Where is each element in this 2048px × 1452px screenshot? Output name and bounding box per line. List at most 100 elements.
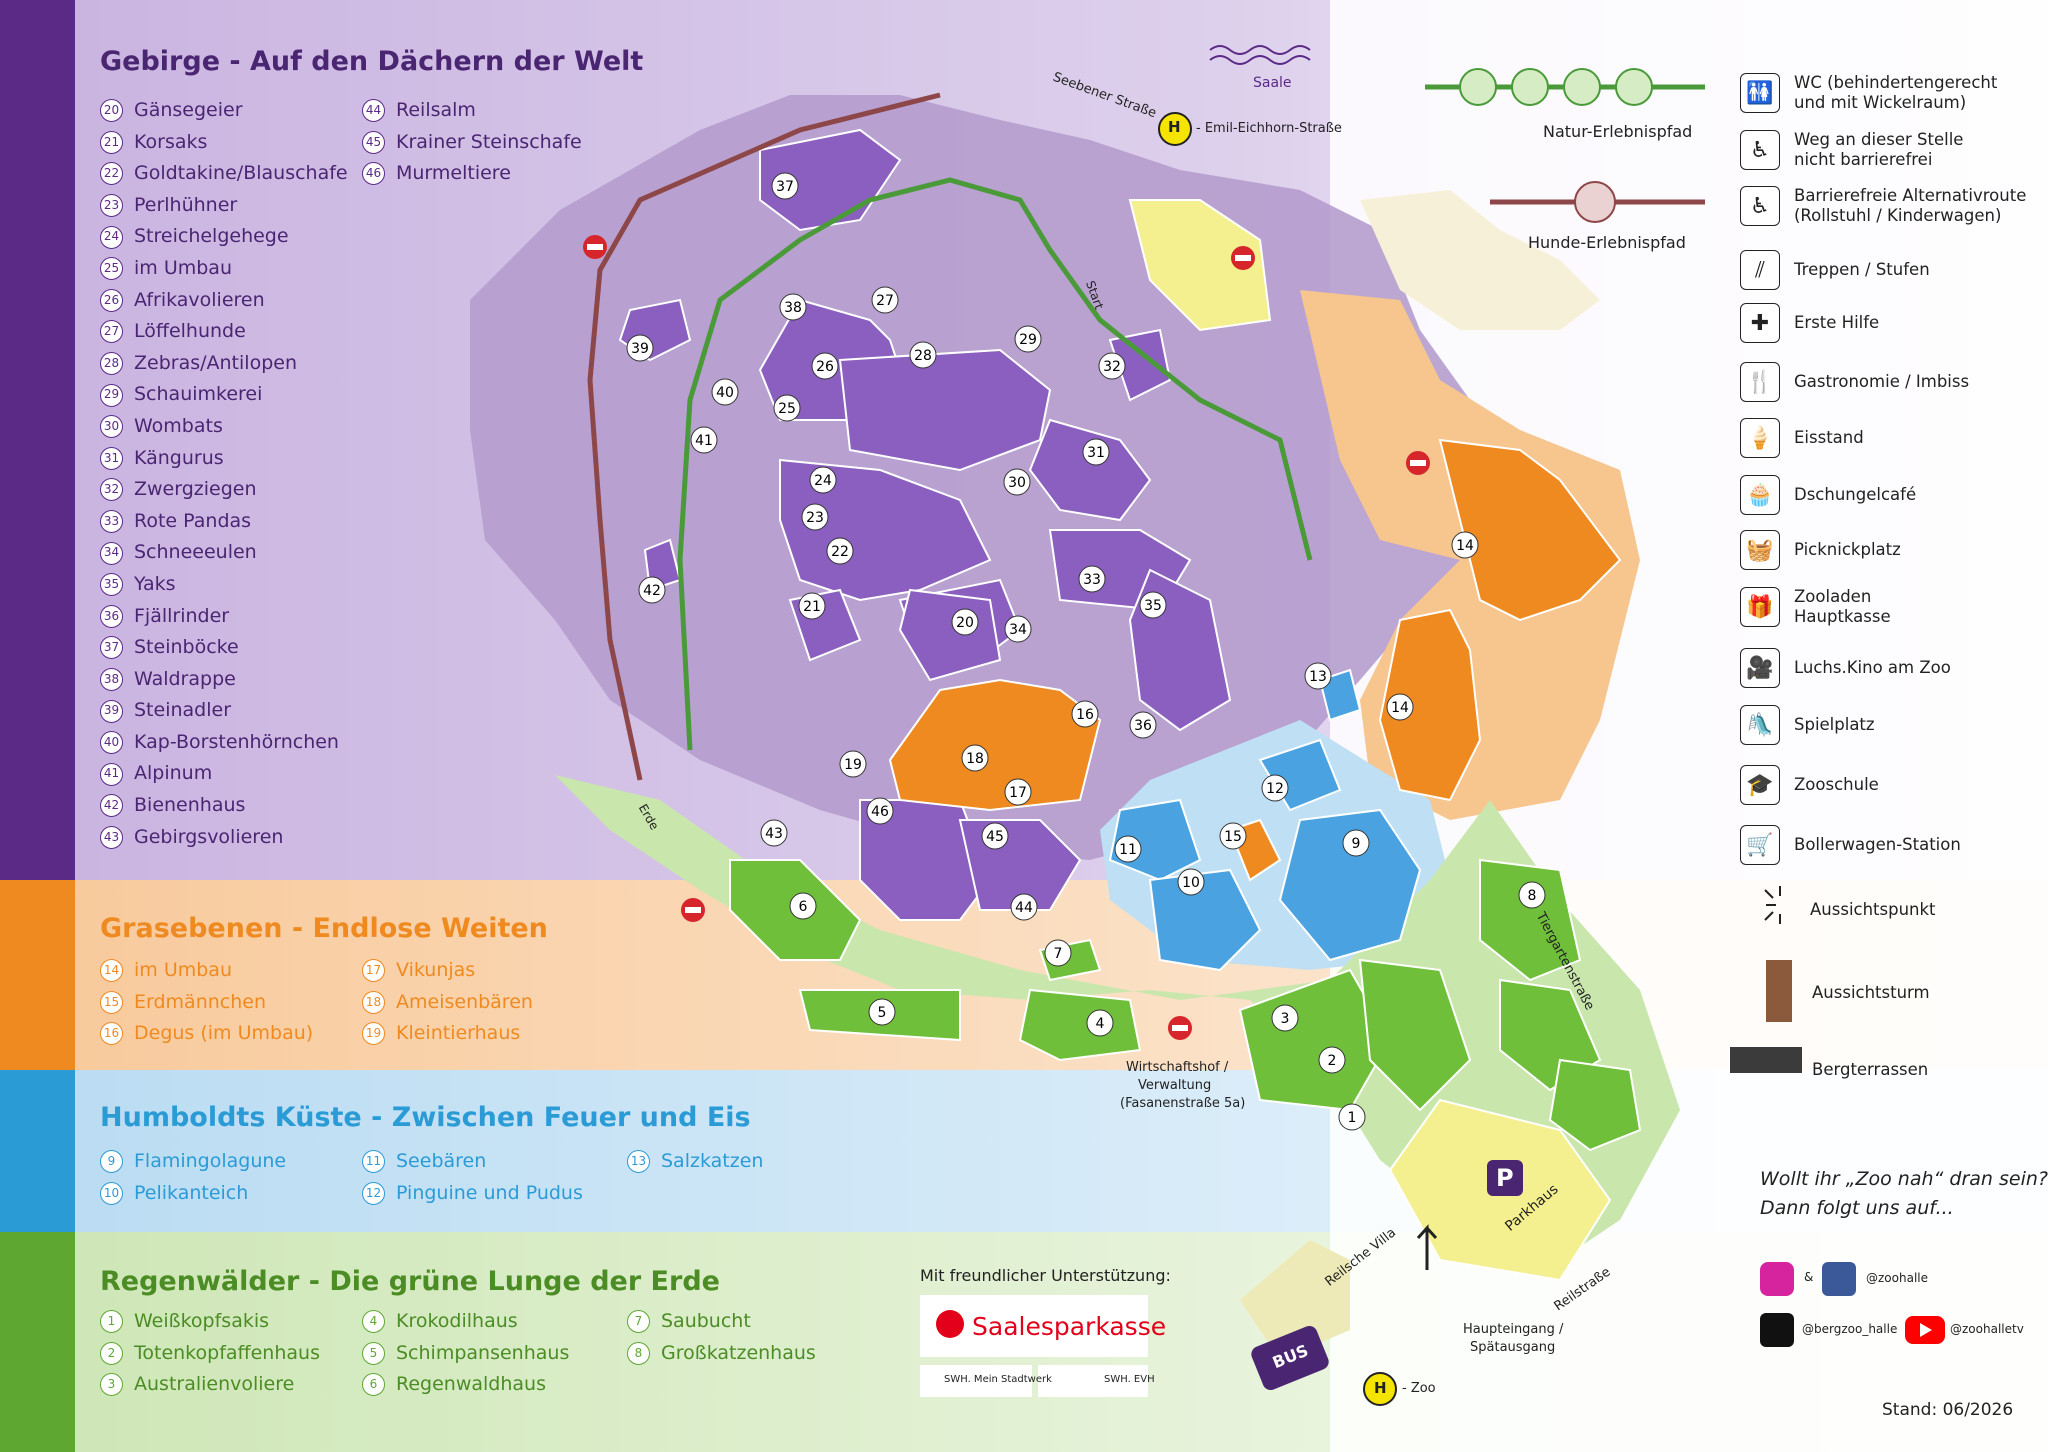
enclosure-name: Fjällrinder: [134, 604, 230, 627]
humboldt-enclosures: [1108, 668, 1422, 972]
north-building: [1128, 199, 1272, 332]
instagram-icon[interactable]: [1760, 1262, 1794, 1296]
bus-stop-top-label: - Emil-Eichhorn-Straße: [1196, 121, 1342, 136]
enclosure-name: Zebras/Antilopen: [134, 351, 297, 374]
svg-text:20: 20: [956, 615, 974, 631]
grasebenen-title: Grasebenen - Endlose Weiten: [100, 913, 548, 944]
svg-text:34: 34: [1009, 622, 1027, 638]
enclosure-name: Afrikavolieren: [134, 288, 265, 311]
accessible-route-icon: ♿: [1740, 186, 1780, 226]
tiktok-handle[interactable]: @bergzoo_halle: [1802, 1322, 1898, 1336]
svg-text:8: 8: [1528, 888, 1537, 904]
legend-label-line-1: Luchs.Kino am Zoo: [1794, 658, 1951, 677]
legend-label-line-1: Erste Hilfe: [1794, 313, 1880, 332]
enclosure-number-badge: 1: [100, 1310, 123, 1334]
haupteingang-label-2: Spätausgang: [1470, 1340, 1556, 1355]
svg-text:44: 44: [1015, 900, 1033, 916]
svg-text:45: 45: [986, 829, 1004, 845]
terrace-label: Bergterrassen: [1812, 1060, 1929, 1079]
enclosure-name: Reilsalm: [396, 99, 476, 121]
enclosure-number-badge: 29: [100, 383, 123, 407]
regenwald-area: [555, 775, 1680, 1260]
instagram-facebook-handle[interactable]: @zoohalle: [1866, 1271, 1928, 1285]
youtube-handle[interactable]: @zoohalletv: [1950, 1322, 2024, 1336]
tiktok-icon[interactable]: [1760, 1313, 1794, 1347]
facebook-icon[interactable]: [1822, 1262, 1856, 1296]
legend-label-line-1: Picknickplatz: [1794, 540, 1901, 559]
enclosure-name: Gänsegeier: [134, 99, 243, 121]
enclosure-name: Schneeeulen: [134, 541, 257, 564]
school-icon: 🎓: [1740, 765, 1780, 805]
wirtschaftshof-label-3: (Fasanenstraße 5a): [1120, 1096, 1246, 1111]
not-accessible-icon: ♿: [1740, 130, 1780, 170]
legend-row: ♿ Barrierefreie Alternativroute(Rollstuhl…: [1740, 186, 2026, 226]
legend-label: Eisstand: [1794, 428, 1864, 448]
first-aid-icon: ✚: [1740, 303, 1780, 343]
svg-text:32: 32: [1103, 359, 1121, 375]
bus-stop-top-icon: [1158, 112, 1192, 146]
legend-label: Barrierefreie Alternativroute(Rollstuhl …: [1794, 186, 2026, 226]
grasebenen-strip: [0, 880, 75, 1070]
legend-row: 🎓Zooschule: [1740, 765, 1879, 805]
enclosure-number-badge: 26: [100, 288, 123, 312]
haupteingang-label-1: Haupteingang /: [1463, 1322, 1564, 1337]
svg-text:2: 2: [1328, 1053, 1337, 1069]
enclosure-number-badge: 45: [362, 130, 385, 154]
enclosure-name: Saubucht: [661, 1310, 751, 1332]
enclosure-number-badge: 7: [627, 1310, 650, 1334]
enclosure-number-badge: 43: [100, 825, 123, 849]
legend-label: Gastronomie / Imbiss: [1794, 372, 1969, 392]
enclosure-number-badge: 4: [362, 1310, 385, 1334]
enclosure-number-badge: 12: [362, 1181, 385, 1205]
tower-label: Aussichtsturm: [1812, 983, 1930, 1002]
enclosure-number-badge: 17: [362, 959, 385, 983]
enclosure-name: Salzkatzen: [661, 1150, 764, 1172]
swh-logo-box-1: [920, 1365, 1032, 1397]
legend-label-line-2: Hauptkasse: [1794, 607, 1891, 626]
svg-text:17: 17: [1009, 785, 1027, 801]
svg-text:1: 1: [1348, 1110, 1357, 1126]
enclosure-name: Rote Pandas: [134, 509, 252, 532]
saale-label: Saale: [1253, 75, 1292, 91]
picnic-icon: 🧺: [1740, 530, 1780, 570]
legend-list-item: 26 Afrikavolieren: [100, 285, 348, 317]
enclosure-name: Streichelgehege: [134, 225, 289, 248]
enclosure-number-badge: 19: [362, 1022, 385, 1046]
wc-icon: 🚻: [1740, 73, 1780, 113]
legend-row: ⫽Treppen / Stufen: [1740, 250, 1930, 290]
enclosure-number-badge: 2: [100, 1341, 123, 1365]
enclosure-number-badge: 28: [100, 352, 123, 376]
legend-label: Treppen / Stufen: [1794, 260, 1930, 280]
enclosure-name: Degus (im Umbau): [134, 1022, 314, 1045]
enclosure-name: Totenkopfaffenhaus: [134, 1341, 320, 1364]
saalesparkasse-name: Saalesparkasse: [972, 1312, 1167, 1341]
svg-text:3: 3: [1281, 1011, 1290, 1027]
svg-text:28: 28: [914, 348, 932, 364]
legend-label: Luchs.Kino am Zoo: [1794, 658, 1951, 678]
enclosure-name: Ameisenbären: [396, 990, 533, 1013]
legend-label-line-2: nicht barrierefrei: [1794, 150, 1933, 169]
svg-text:10: 10: [1182, 875, 1200, 891]
svg-text:23: 23: [806, 510, 824, 526]
enclosure-number-badge: 18: [362, 990, 385, 1014]
grasebenen-enclosures: [888, 438, 1622, 882]
svg-text:19: 19: [844, 757, 862, 773]
